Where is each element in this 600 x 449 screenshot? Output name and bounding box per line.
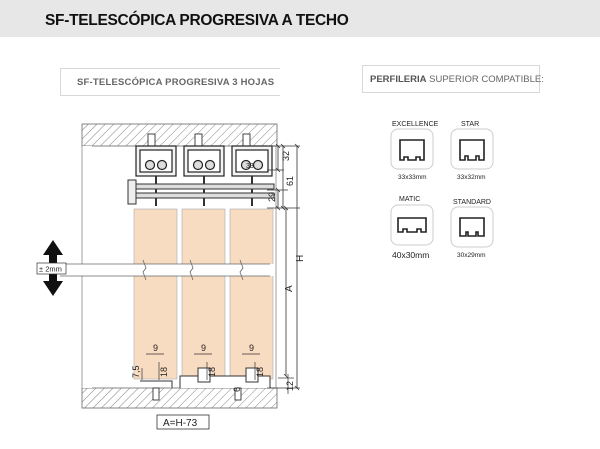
break-marks	[60, 259, 270, 281]
dim-9-left: 9	[153, 343, 158, 353]
dim-33: 33	[246, 163, 254, 170]
tolerance-box	[36, 262, 67, 275]
profile-star-name: STAR	[461, 121, 479, 128]
dim-61: 61	[285, 176, 295, 186]
dim-6: 6	[232, 387, 242, 392]
profile-standard-name: STANDARD	[453, 199, 491, 206]
profile-matic-icon	[397, 217, 427, 233]
title-bar	[0, 0, 600, 37]
hanger-rods	[155, 176, 253, 206]
floor-screws	[152, 387, 242, 401]
profiles-heading-rest: SUPERIOR COMPATIBLE:	[426, 74, 544, 85]
dim-H: H	[295, 255, 306, 262]
profile-excellence: EXCELLENCE 33x33mm	[390, 121, 439, 181]
dim-7-5: 7,5	[131, 365, 141, 378]
profile-excellence-size: 33x33mm	[398, 174, 427, 181]
profile-excellence-name: EXCELLENCE	[392, 121, 439, 128]
ceiling-hatch	[81, 123, 278, 147]
profile-matic-name: MATIC	[399, 196, 420, 203]
profile-standard: STANDARD 30x29mm	[450, 199, 494, 259]
profile-matic-size: 40x30mm	[392, 250, 429, 260]
bottom-dim-lines	[141, 353, 294, 394]
formula-box	[156, 414, 210, 430]
top-tracks	[135, 145, 273, 177]
profile-star-icon	[459, 139, 485, 161]
door-panels	[133, 208, 274, 380]
profile-matic: MATIC 40x30mm	[390, 196, 434, 260]
profile-standard-icon	[459, 217, 485, 237]
dim-18-middle: 18	[207, 367, 217, 377]
profile-standard-size: 30x29mm	[457, 252, 486, 259]
dim-9-middle: 9	[201, 343, 206, 353]
dim-32: 32	[281, 151, 291, 161]
diagram-subtitle: SF-TELESCÓPICA PROGRESIVA 3 HOJAS	[60, 68, 280, 96]
dim-18-right: 18	[255, 367, 265, 377]
dim-29: 29	[267, 192, 277, 202]
dim-9-right: 9	[249, 343, 254, 353]
page-title: SF-TELESCÓPICA PROGRESIVA A TECHO	[45, 12, 349, 29]
right-dim-lines	[267, 143, 300, 391]
formula-label: A=H-73	[163, 418, 198, 429]
tolerance-label: ± 2mm	[39, 265, 62, 274]
dim-12: 12	[285, 381, 295, 391]
floor-hatch	[81, 387, 278, 409]
profile-star: STAR 33x32mm	[450, 121, 494, 181]
linkage-bars	[127, 179, 275, 205]
profiles-heading-bold: PERFILERIA	[370, 74, 427, 85]
dim-A: A	[284, 285, 295, 292]
break-band	[60, 264, 275, 276]
dim-18-left: 18	[159, 367, 169, 377]
vertical-adjust-arrow-icon	[43, 240, 63, 296]
profiles-heading: PERFILERIA SUPERIOR COMPATIBLE:	[362, 65, 544, 93]
profile-excellence-icon	[399, 139, 425, 161]
profile-star-size: 33x32mm	[457, 174, 486, 181]
